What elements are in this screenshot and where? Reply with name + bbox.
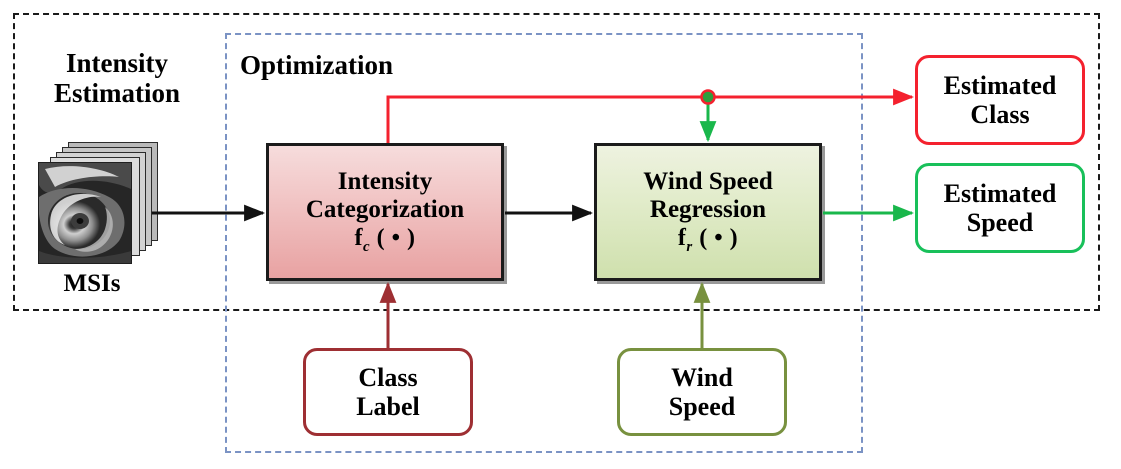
estimated-class-label: Estimated Class <box>943 70 1057 129</box>
wind-speed-box[interactable]: Wind Speed <box>617 348 787 436</box>
function-subscript-r: r <box>686 238 693 255</box>
function-argument-r: ( • ) <box>699 225 739 252</box>
optimization-caption: Optimization <box>240 50 393 80</box>
msi-label: MSIs <box>63 270 121 297</box>
msi-satellite-image <box>38 162 132 264</box>
optimization-group-frame <box>225 33 863 453</box>
wind-speed-regression-title: Wind Speed Regression <box>643 168 773 223</box>
intensity-categorization-box[interactable]: Intensity Categorization fc ( • ) <box>266 143 504 281</box>
function-symbol-fr: f <box>677 225 687 252</box>
estimated-speed-label: Estimated Speed <box>943 178 1057 237</box>
estimated-class-box[interactable]: Estimated Class <box>915 55 1085 145</box>
wind-speed-text: Wind Speed <box>668 362 736 421</box>
class-label-box[interactable]: Class Label <box>303 348 473 436</box>
msi-input-group: MSIs <box>38 142 170 312</box>
intensity-categorization-title: Intensity Categorization <box>305 168 465 223</box>
intensity-estimation-caption: Intensity Estimation <box>53 48 180 109</box>
intensity-categorization-function: fc ( • ) <box>354 225 415 256</box>
function-argument-c: ( • ) <box>376 225 416 252</box>
function-symbol-fc: f <box>354 225 363 252</box>
wind-speed-regression-function: fr ( • ) <box>678 225 738 256</box>
function-subscript-c: c <box>362 238 371 255</box>
class-label-text: Class Label <box>356 362 420 421</box>
wind-speed-regression-box[interactable]: Wind Speed Regression fr ( • ) <box>594 143 822 281</box>
intensity-estimation-group-frame <box>13 13 1100 311</box>
estimated-speed-box[interactable]: Estimated Speed <box>915 163 1085 253</box>
